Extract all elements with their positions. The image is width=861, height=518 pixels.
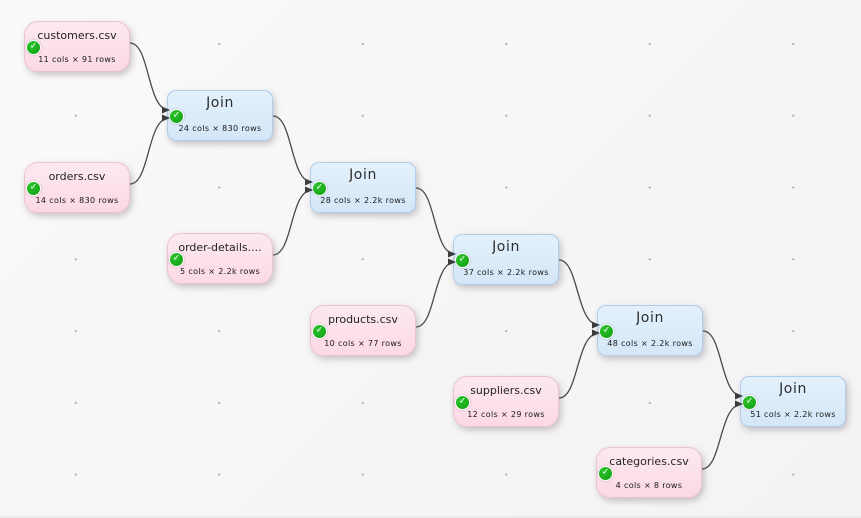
status-ok-icon: ✓ — [26, 180, 41, 196]
node-stats: 11 cols × 91 rows — [38, 55, 116, 64]
node-join-2[interactable]: ✓ Join 28 cols × 2.2k rows — [310, 162, 416, 213]
node-orders-csv[interactable]: ✓ orders.csv 14 cols × 830 rows — [24, 162, 130, 213]
node-title: suppliers.csv — [470, 384, 542, 397]
node-join-5[interactable]: ✓ Join 51 cols × 2.2k rows — [740, 376, 846, 427]
status-ok-icon: ✓ — [742, 394, 757, 410]
node-stats: 5 cols × 2.2k rows — [179, 267, 261, 276]
node-title: orders.csv — [48, 170, 106, 183]
edge-categories-to-join5[interactable] — [701, 400, 743, 470]
node-title: customers.csv — [37, 29, 117, 42]
status-ok-icon: ✓ — [169, 251, 184, 267]
node-join-3[interactable]: ✓ Join 37 cols × 2.2k rows — [453, 234, 559, 285]
node-title: products.csv — [328, 313, 398, 326]
status-ok-icon: ✓ — [599, 323, 614, 339]
edge-products-to-join3[interactable] — [415, 258, 456, 328]
node-stats: 51 cols × 2.2k rows — [750, 410, 836, 419]
edge-join1-to-join2[interactable] — [272, 115, 313, 186]
node-order-details-csv[interactable]: ✓ order-details.... 5 cols × 2.2k rows — [167, 233, 273, 284]
status-ok-icon: ✓ — [598, 465, 613, 481]
status-ok-icon: ✓ — [312, 180, 327, 196]
status-ok-icon: ✓ — [312, 323, 327, 339]
node-stats: 28 cols × 2.2k rows — [320, 196, 406, 205]
node-stats: 24 cols × 830 rows — [178, 124, 262, 133]
edge-join3-to-join4[interactable] — [558, 259, 600, 329]
node-suppliers-csv[interactable]: ✓ suppliers.csv 12 cols × 29 rows — [453, 376, 559, 427]
node-title: categories.csv — [609, 455, 689, 468]
node-stats: 14 cols × 830 rows — [35, 196, 119, 205]
node-products-csv[interactable]: ✓ products.csv 10 cols × 77 rows — [310, 305, 416, 356]
node-title: Join — [206, 95, 234, 111]
node-title: Join — [636, 310, 664, 326]
edge-join4-to-join5[interactable] — [702, 330, 743, 400]
edge-customers-to-join1[interactable] — [129, 42, 170, 114]
node-stats: 37 cols × 2.2k rows — [463, 268, 549, 277]
status-ok-icon: ✓ — [26, 39, 41, 55]
node-title: Join — [492, 239, 520, 255]
node-join-4[interactable]: ✓ Join 48 cols × 2.2k rows — [597, 305, 703, 356]
node-join-1[interactable]: ✓ Join 24 cols × 830 rows — [167, 90, 273, 141]
node-customers-csv[interactable]: ✓ customers.csv 11 cols × 91 rows — [24, 21, 130, 72]
edge-order-details-to-join2[interactable] — [272, 186, 313, 256]
node-stats: 48 cols × 2.2k rows — [607, 339, 693, 348]
node-title: Join — [779, 381, 807, 397]
node-title: order-details.... — [178, 241, 262, 254]
status-ok-icon: ✓ — [169, 108, 184, 124]
edge-suppliers-to-join4[interactable] — [558, 329, 600, 399]
status-ok-icon: ✓ — [455, 252, 470, 268]
status-ok-icon: ✓ — [455, 394, 470, 410]
edge-orders-to-join1[interactable] — [129, 114, 170, 185]
node-stats: 10 cols × 77 rows — [324, 339, 402, 348]
node-stats: 12 cols × 29 rows — [467, 410, 545, 419]
edge-join2-to-join3[interactable] — [415, 187, 456, 258]
node-title: Join — [349, 167, 377, 183]
node-stats: 4 cols × 8 rows — [615, 481, 683, 490]
node-categories-csv[interactable]: ✓ categories.csv 4 cols × 8 rows — [596, 447, 702, 498]
